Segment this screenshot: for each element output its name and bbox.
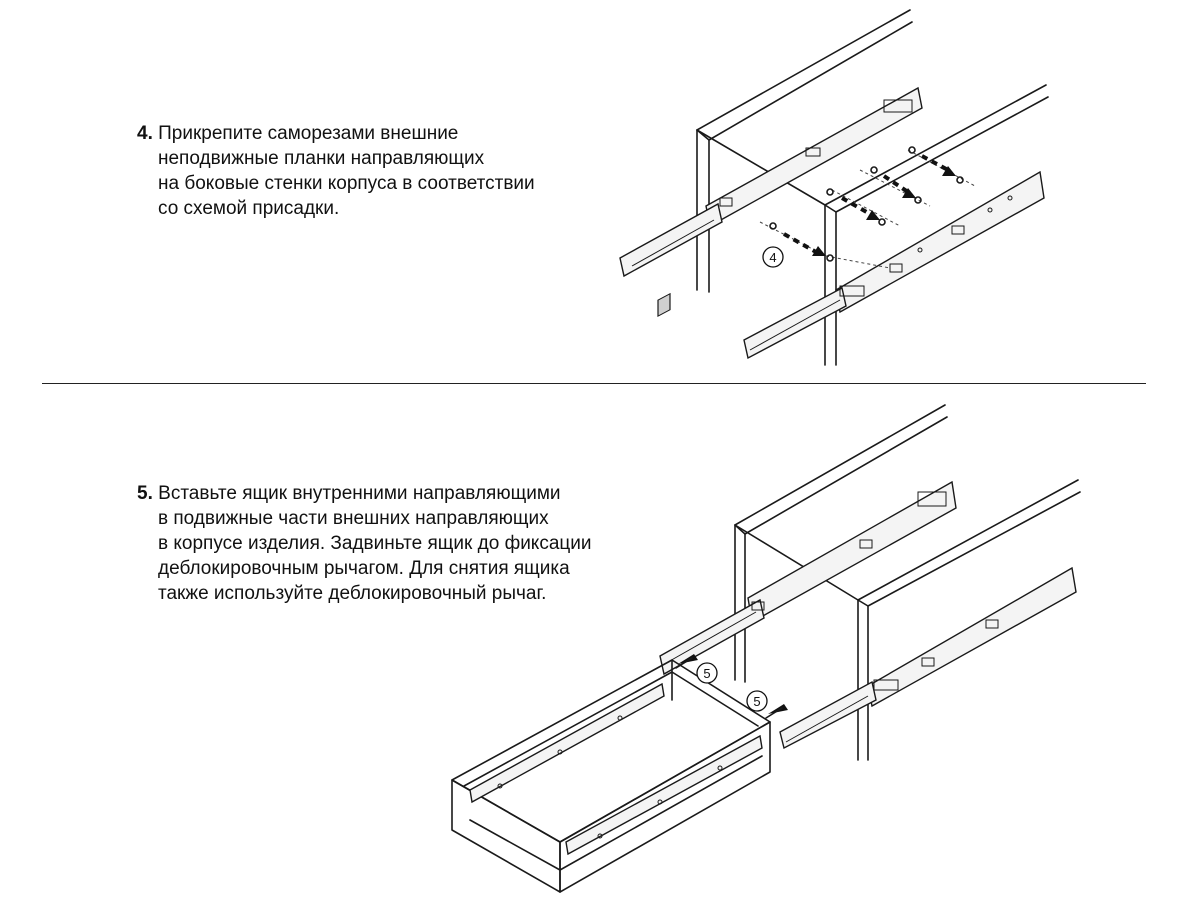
outer-rail-right — [743, 170, 1045, 360]
step-5-line-1: 5. Вставьте ящик внутренними направляющи… — [137, 483, 561, 504]
drawer-box — [451, 659, 771, 893]
svg-text:5: 5 — [753, 694, 760, 709]
step-5-instruction: 5. Вставьте ящик внутренними направляющи… — [137, 481, 592, 606]
step-4-instruction: 4. Прикрепите саморезами внешние неподви… — [137, 121, 535, 221]
step-5-line-4: деблокировочным рычагом. Для снятия ящик… — [158, 558, 570, 579]
push-arrows — [675, 654, 788, 719]
screws — [769, 146, 964, 262]
outer-rail-left — [619, 86, 923, 278]
step-4-line-3: на боковые стенки корпуса в соответствии — [158, 173, 535, 194]
svg-text:4: 4 — [769, 250, 776, 265]
outer-rail-left-5 — [657, 292, 957, 676]
step-5-line-5: также используйте деблокировочный рычаг. — [158, 583, 547, 604]
cabinet-left-panel — [696, 9, 913, 293]
step-4-line-1: 4. Прикрепите саморезами внешние — [137, 123, 459, 144]
step-4-line-4: со схемой присадки. — [158, 198, 340, 219]
step-5-line-3: в корпусе изделия. Задвиньте ящик до фик… — [158, 533, 592, 554]
callout-5-right: 5 — [746, 690, 768, 712]
section-divider — [42, 383, 1146, 384]
callout-5-left: 5 — [696, 662, 718, 684]
step-5-number: 5. — [137, 483, 153, 504]
insertion-arrows — [783, 154, 956, 256]
step-4-line-2: неподвижные планки направляющих — [158, 148, 485, 169]
step-4-number: 4. — [137, 123, 153, 144]
callout-4: 4 — [762, 246, 784, 268]
svg-text:5: 5 — [703, 666, 710, 681]
cabinet-left-panel-5 — [734, 404, 948, 683]
outer-rail-right-5 — [779, 566, 1077, 750]
step-5-line-2: в подвижные части внешних направляющих — [158, 508, 549, 529]
